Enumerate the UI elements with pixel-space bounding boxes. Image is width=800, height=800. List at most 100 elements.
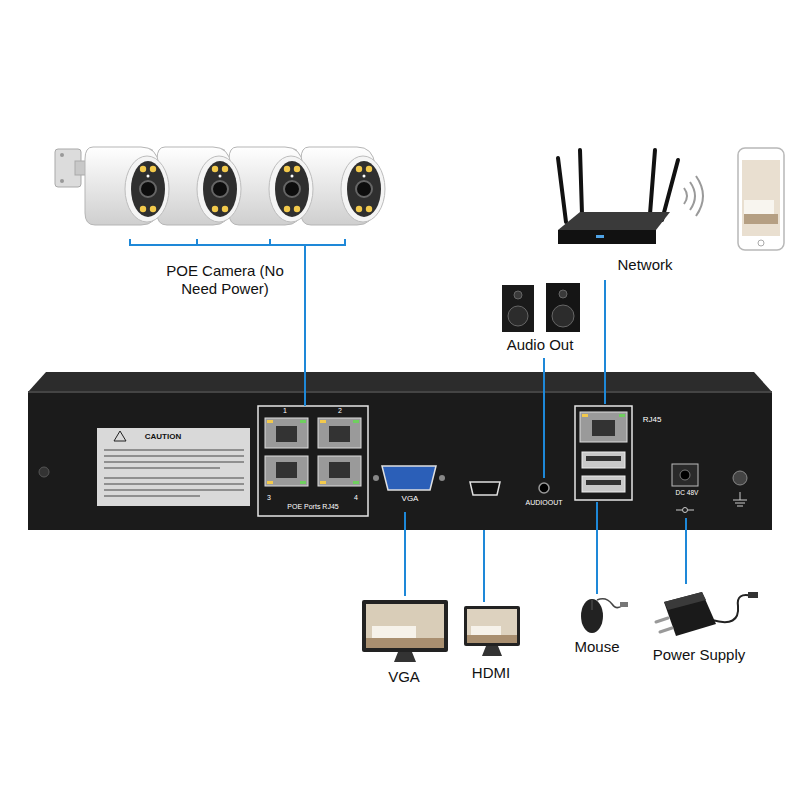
tweeter [514, 291, 522, 299]
node-label: 4 [351, 494, 361, 502]
vga-monitor-art [362, 600, 448, 662]
rj45-port [265, 418, 308, 448]
rj45-port [318, 418, 361, 448]
dc-jack [672, 464, 698, 486]
port-socket [329, 462, 350, 478]
screen-floor [744, 214, 778, 224]
router-top [558, 212, 670, 230]
phone-body [738, 148, 784, 250]
vga-screw [373, 475, 379, 481]
plug-pin [660, 628, 672, 632]
wifi-signal [684, 176, 703, 216]
phone-screen [742, 160, 780, 236]
network-usb-block [575, 406, 632, 500]
port-socket [329, 426, 350, 442]
vga-port: VGA [372, 462, 448, 512]
usb-plug [620, 602, 628, 607]
polarity-symbol [676, 510, 694, 511]
woofer [552, 305, 574, 327]
adapter-top [664, 592, 706, 610]
node-label: 1 [280, 407, 290, 415]
monitor-frame [464, 606, 520, 646]
woofer [508, 306, 528, 326]
port-led [300, 481, 306, 484]
dc-socket [680, 470, 690, 480]
dc-plug [748, 592, 758, 598]
ground-symbol [733, 492, 747, 506]
audio-jack [539, 483, 549, 493]
wifi-arc [690, 182, 695, 210]
screw [39, 467, 49, 477]
nvr-edge [28, 391, 772, 393]
caution-fine-print [104, 450, 244, 496]
node-label: Power Supply [636, 646, 762, 664]
port-led [267, 481, 273, 484]
hdmi-monitor: HDMI [458, 602, 524, 688]
audio-out-jack: AUDIOOUT [518, 478, 570, 514]
antenna [650, 150, 655, 214]
wifi-arc [696, 176, 703, 216]
router-front [558, 230, 656, 244]
speakers: Audio Out [490, 280, 590, 358]
node-label: HDMI [458, 664, 524, 682]
usb-port [582, 476, 625, 492]
node-label: CAUTION [128, 432, 198, 442]
dc-power-jack: DC 48V [664, 460, 710, 518]
usb-port [582, 452, 625, 468]
antenna [662, 160, 678, 220]
screen-bed [744, 200, 774, 214]
mouse-split [592, 600, 593, 610]
vga-screw [439, 475, 445, 481]
node-label: Network [607, 256, 683, 274]
port-led [320, 481, 326, 484]
rj45-usb-block: RJ45 [572, 404, 668, 502]
port-led [320, 420, 326, 423]
monitor-stand [482, 646, 502, 656]
connector-line [685, 518, 687, 584]
port-led [267, 420, 273, 423]
connector-line [604, 280, 606, 404]
camera-bracket [130, 239, 345, 306]
node-label: AUDIOOUT [518, 499, 570, 507]
camera-group: POE Camera (No Need Power) [40, 130, 390, 306]
node-label: Mouse [556, 638, 638, 656]
port-led [582, 414, 588, 417]
port-socket [592, 420, 615, 436]
node-label: 2 [335, 407, 345, 415]
port-led [619, 414, 625, 417]
usb-tongue [586, 456, 621, 461]
connector-line [596, 502, 598, 594]
mouse: Mouse [556, 594, 638, 662]
hdmi-monitor-art [464, 606, 520, 656]
antenna [558, 158, 566, 222]
power-supply: Power Supply [636, 584, 762, 670]
poe-port-panel: 1234POE Ports RJ45 [258, 406, 368, 516]
mouse-body [581, 599, 603, 633]
monitor-stand [394, 652, 416, 662]
speaker-box [502, 285, 534, 332]
monitor-screen [366, 604, 444, 648]
mouse-art [581, 599, 628, 633]
node-label: RJ45 [637, 415, 667, 425]
connector-line [304, 306, 306, 406]
connector-line [404, 512, 406, 596]
vga-monitor: VGA [352, 596, 456, 692]
vga-connector [382, 466, 436, 490]
nvr-housing [28, 372, 772, 530]
rj45-port [318, 456, 361, 486]
node-label: Audio Out [490, 336, 590, 354]
screen-floor [366, 638, 444, 648]
nvr-back [28, 392, 772, 530]
router: Network [545, 150, 685, 280]
block-outline [575, 406, 632, 500]
poe-camera [55, 147, 169, 225]
plug-pin [656, 618, 668, 622]
usb-tongue [586, 480, 621, 485]
power-adapter-art [656, 592, 758, 636]
adapter-cable [712, 595, 752, 622]
ground-screw [733, 471, 747, 485]
panel-outline [258, 406, 368, 516]
port-led [353, 481, 359, 484]
connector-line [543, 358, 545, 478]
